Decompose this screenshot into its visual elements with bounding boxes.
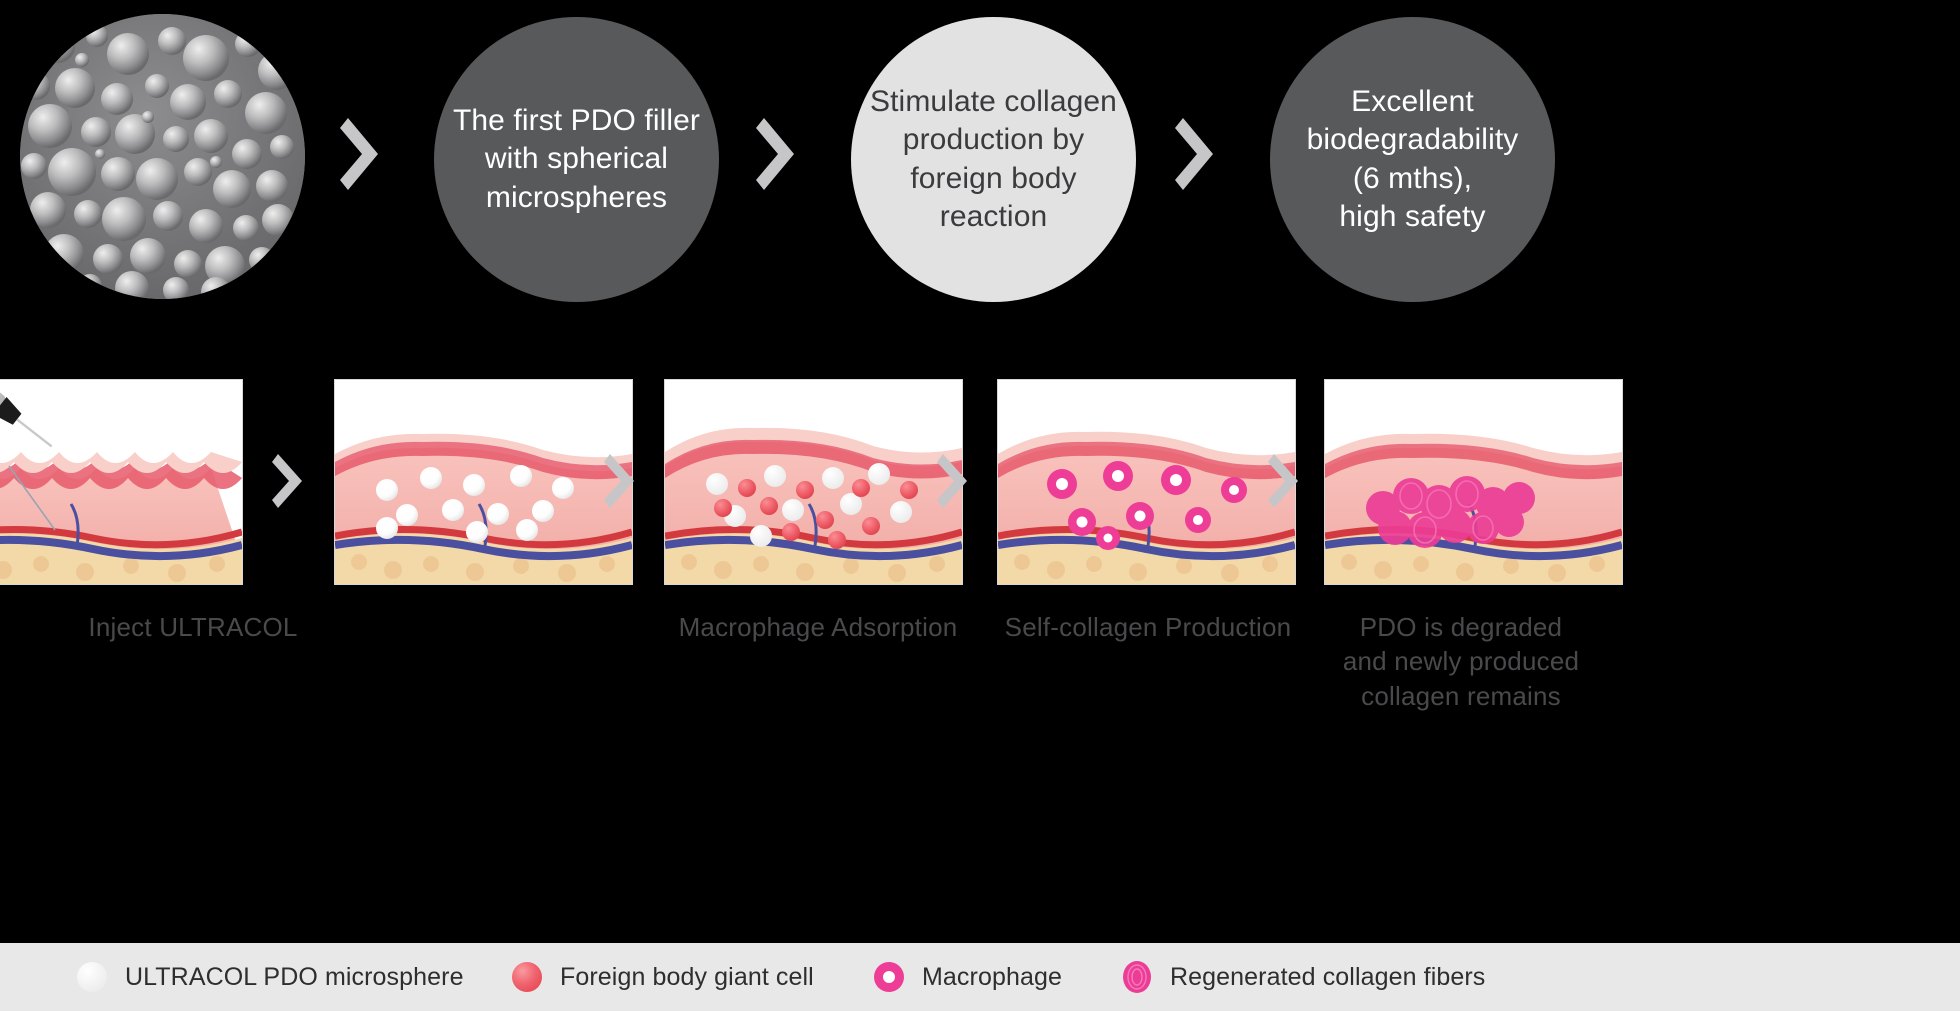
process-panel-inject-ultracol [0,380,242,584]
chevron-right-icon [756,112,802,196]
process-panel-self-collagen-production [998,380,1295,584]
chevron-right-icon [272,450,308,512]
legend-item-ultracol-pdo-microsphere: ULTRACOL PDO microsphere [75,943,464,1011]
process-caption-pdo-degraded: PDO is degraded and newly produced colla… [1342,612,1580,711]
sem-microsphere-photo [20,14,305,299]
chevron-right-icon [1268,450,1304,512]
legend-bar: ULTRACOL PDO microsphere Foreign body gi… [0,943,1960,1011]
red-sphere-icon [510,960,544,994]
chevron-right-icon [604,450,640,512]
white-sphere-icon [75,960,109,994]
process-panel-microspheres-placed [335,380,632,584]
pink-ring-icon [872,960,906,994]
benefit-circle-stimulate-collagen: Stimulate collagen production by foreign… [851,17,1136,302]
legend-item-foreign-body-giant-cell: Foreign body giant cell [510,943,814,1011]
chevron-right-icon [937,450,973,512]
pink-coil-icon [1120,960,1154,994]
process-caption-inject-ultracol: Inject ULTRACOL [88,612,298,642]
process-caption-self-collagen-production: Self-collagen Production [1004,612,1292,642]
legend-label: Regenerated collagen fibers [1170,962,1486,991]
benefit-circle-text: The first PDO filler with spherical micr… [452,103,701,214]
benefit-circle-text: Excellent biodegradability (6 mths), hig… [1306,84,1519,233]
process-panel-pdo-degraded [1325,380,1622,584]
benefit-circle-first-pdo-filler: The first PDO filler with spherical micr… [434,17,719,302]
chevron-right-icon [340,112,386,196]
process-caption-macrophage-adsorption: Macrophage Adsorption [678,612,958,642]
legend-label: Macrophage [922,962,1062,991]
benefit-circle-biodegradability: Excellent biodegradability (6 mths), hig… [1270,17,1555,302]
process-panels-row [0,380,1960,585]
legend-item-macrophage: Macrophage [872,943,1062,1011]
legend-item-regenerated-collagen-fibers: Regenerated collagen fibers [1120,943,1485,1011]
chevron-right-icon [1175,112,1221,196]
legend-label: ULTRACOL PDO microsphere [125,962,464,991]
legend-label: Foreign body giant cell [560,962,814,991]
benefit-circle-text: Stimulate collagen production by foreign… [870,84,1117,233]
benefits-flow-row: The first PDO filler with spherical micr… [0,0,1960,318]
process-panel-macrophage-adsorption [665,380,962,584]
